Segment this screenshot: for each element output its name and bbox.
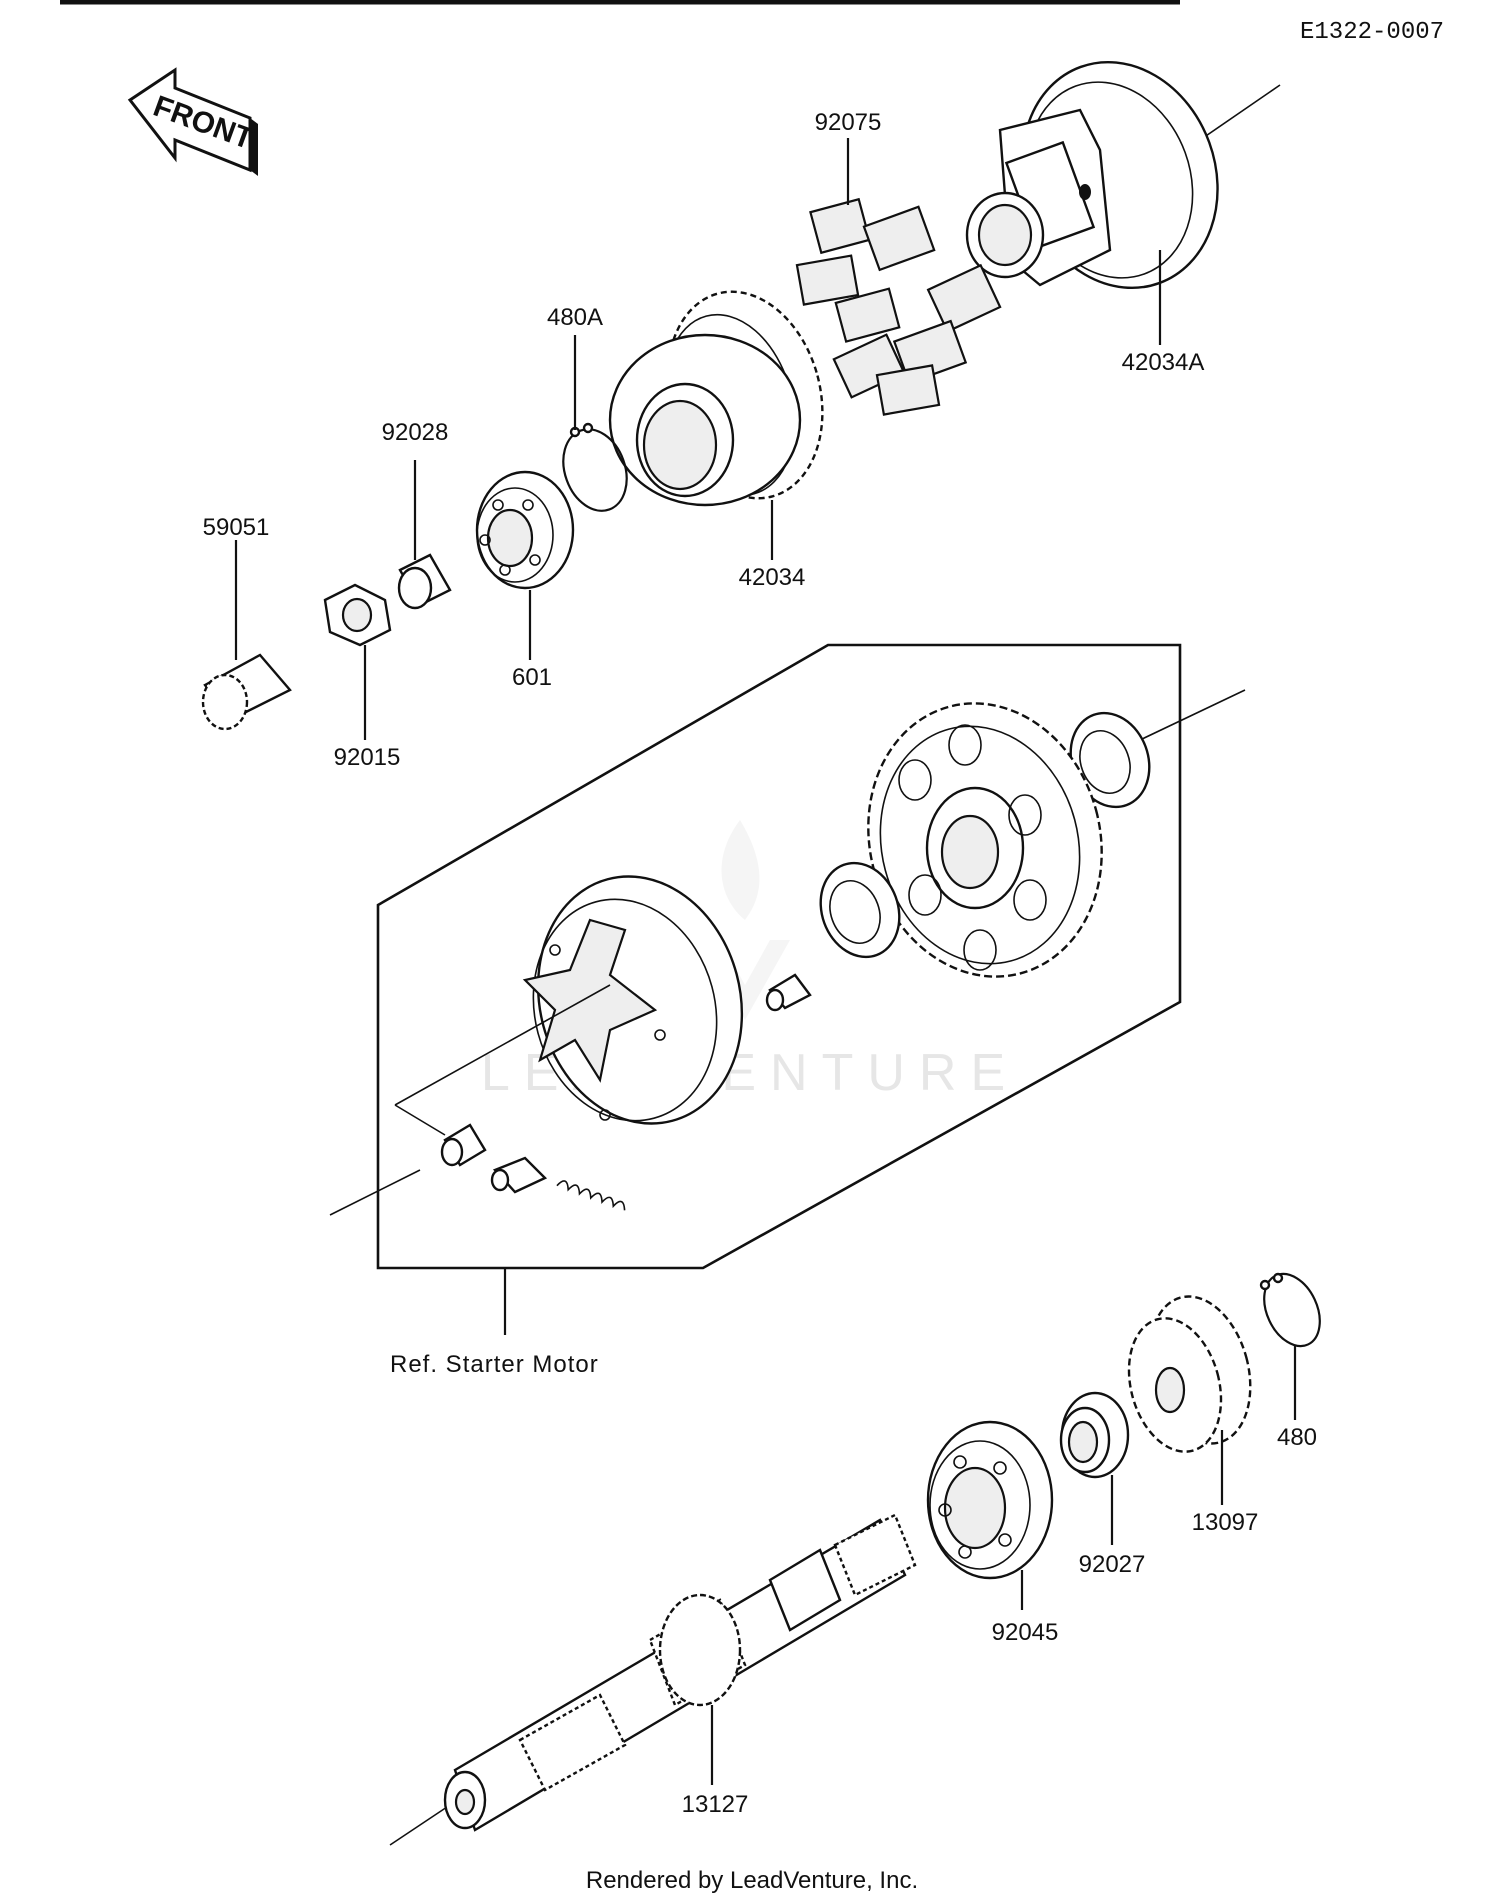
clutch-spring-part	[556, 1180, 626, 1211]
callout-601: 601	[512, 664, 552, 691]
group-label-ref-starter-motor: Ref. Starter Motor	[390, 1351, 599, 1378]
collar-92027-part	[1059, 1391, 1130, 1479]
collar-92028-part	[397, 553, 452, 610]
front-arrow-icon: FRONT	[127, 67, 258, 176]
callout-480A: 480A	[547, 304, 603, 331]
nut-92015-part	[323, 583, 392, 647]
callout-42034: 42034	[739, 564, 806, 591]
callout-92075: 92075	[815, 109, 882, 136]
middle-axis-line-bottom	[329, 1169, 421, 1216]
output-shaft-13127-part	[389, 1513, 917, 1846]
callout-59051: 59051	[203, 514, 270, 541]
spring-cap-part	[765, 973, 812, 1012]
plunger-part	[490, 1156, 548, 1194]
pinion-gear-59051-part	[201, 653, 292, 731]
starter-clutch-gear-part	[608, 290, 824, 507]
circlip-480A-part	[562, 422, 628, 512]
upper-axis-line	[1199, 84, 1281, 141]
middle-axis-line-top	[1139, 689, 1246, 741]
callout-13127: 13127	[682, 1791, 749, 1818]
callout-92015: 92015	[334, 744, 401, 771]
starter-motor-group-box	[376, 643, 1182, 1270]
starter-idle-sprocket-part	[867, 702, 1103, 978]
damper-rubber-set-part	[795, 197, 1002, 416]
thrust-washer-part	[1069, 711, 1151, 809]
callout-92028: 92028	[382, 419, 449, 446]
callout-92027: 92027	[1079, 1551, 1146, 1578]
clutch-housing-part	[965, 60, 1219, 290]
callout-480: 480	[1277, 1424, 1317, 1451]
callout-13097: 13097	[1192, 1509, 1259, 1536]
diagram-code: E1322-0007	[1300, 19, 1444, 46]
ball-bearing-601-part	[475, 470, 575, 590]
callout-92045: 92045	[992, 1619, 1059, 1646]
roller-part	[440, 1123, 487, 1167]
footer-credit: Rendered by LeadVenture, Inc.	[586, 1867, 918, 1894]
clutch-assembly-line-2	[394, 1104, 446, 1136]
circlip-480-part	[1259, 1272, 1321, 1348]
engine-sprocket-13097-part	[1127, 1295, 1252, 1453]
callout-42034A: 42034A	[1122, 349, 1205, 376]
ball-bearing-92045-part	[926, 1420, 1054, 1580]
clutch-assembly-line-1	[394, 984, 611, 1106]
one-way-clutch-part	[522, 875, 744, 1125]
spacer-washer-part	[819, 861, 901, 959]
